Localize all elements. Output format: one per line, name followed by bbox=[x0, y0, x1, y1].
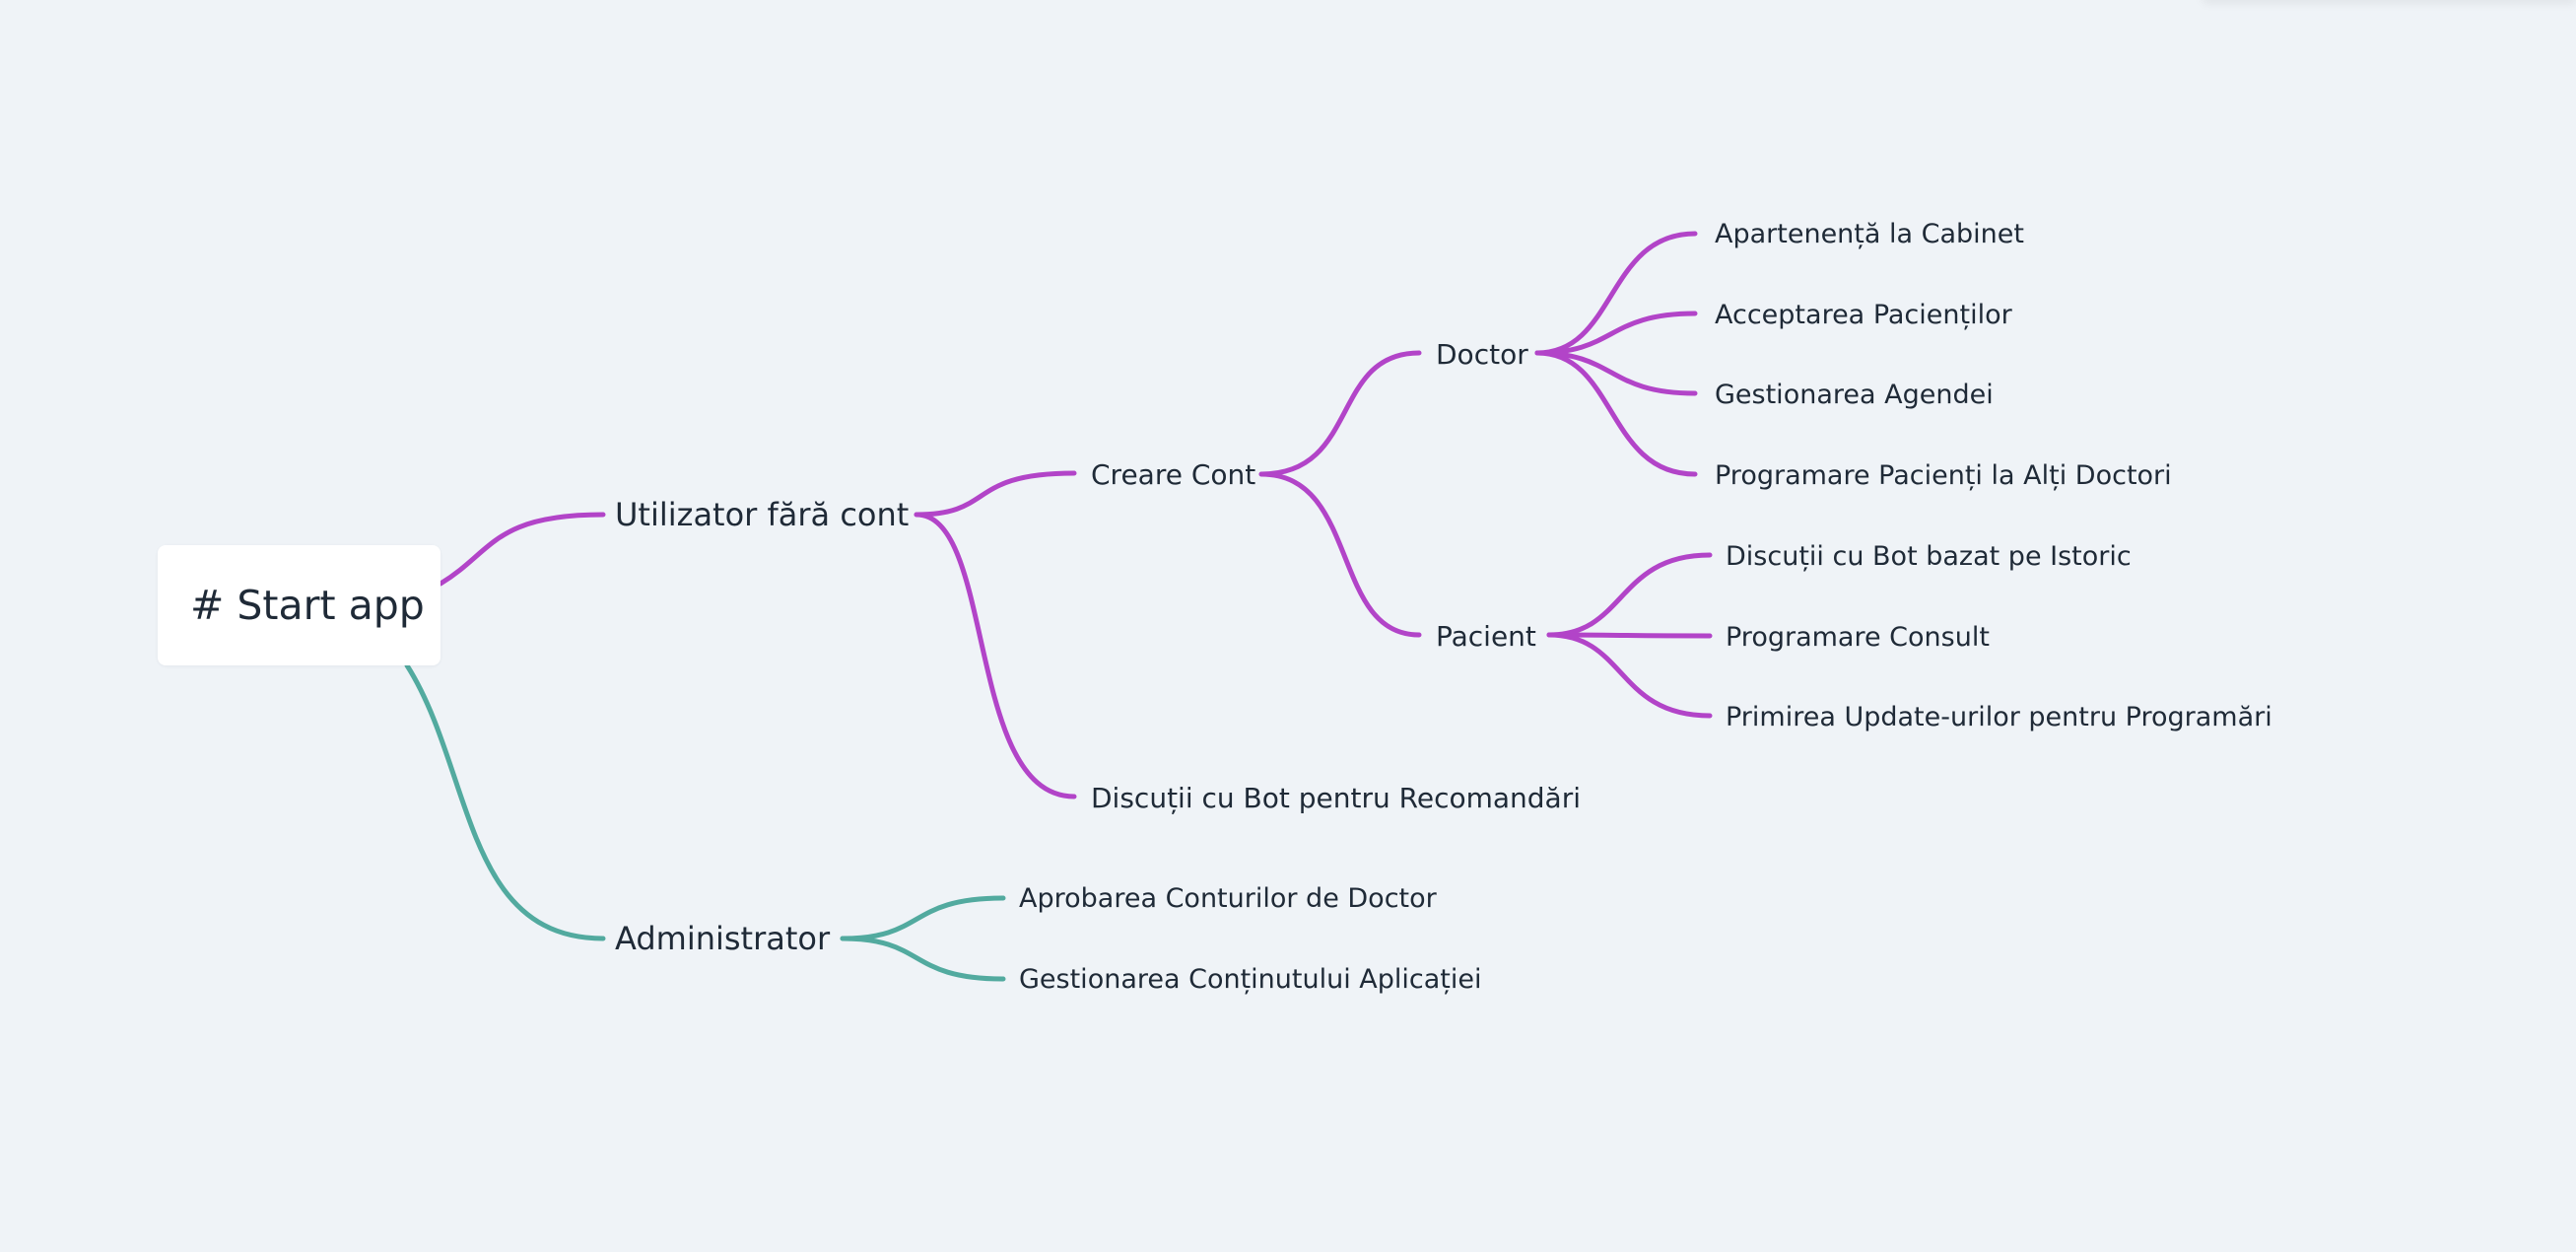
node-apartenenta-cabinet[interactable]: Apartenență la Cabinet bbox=[1715, 219, 2024, 249]
edge-doctor-acceptarea bbox=[1534, 311, 1698, 356]
edge-utilizator-creare-cont bbox=[914, 470, 1077, 518]
root-node[interactable] bbox=[158, 545, 441, 665]
node-programare-consult[interactable]: Programare Consult bbox=[1726, 622, 1990, 653]
edge-doctor-apartenenta bbox=[1534, 231, 1698, 356]
edge-creare-doctor bbox=[1258, 350, 1422, 477]
root-node-label[interactable]: # Start app bbox=[190, 582, 425, 629]
edge-doctor-gestionarea bbox=[1534, 350, 1698, 396]
node-programare-alti-doctori[interactable]: Programare Pacienți la Alți Doctori bbox=[1715, 460, 2172, 491]
node-acceptarea-pacientilor[interactable]: Acceptarea Pacienților bbox=[1715, 300, 2012, 330]
node-discutii-recomandari[interactable]: Discuții cu Bot pentru Recomandări bbox=[1091, 782, 1581, 814]
node-primirea-update[interactable]: Primirea Update-urilor pentru Programări bbox=[1726, 702, 2272, 732]
edge-admin-gestionarea bbox=[840, 936, 1006, 982]
edge-utilizator-discutii bbox=[914, 512, 1077, 800]
edge-root-administrator bbox=[404, 662, 606, 941]
node-doctor[interactable]: Doctor bbox=[1436, 338, 1528, 371]
edge-doctor-programare bbox=[1534, 350, 1698, 477]
edge-pacient-consult bbox=[1546, 632, 1713, 639]
node-utilizator-fara-cont[interactable]: Utilizator fără cont bbox=[615, 496, 910, 533]
edge-pacient-istoric bbox=[1546, 552, 1713, 638]
node-creare-cont[interactable]: Creare Cont bbox=[1091, 458, 1256, 491]
node-gestionarea-agendei[interactable]: Gestionarea Agendei bbox=[1715, 380, 1994, 410]
edge-root-utilizator bbox=[438, 512, 606, 587]
node-discutii-istoric[interactable]: Discuții cu Bot bazat pe Istoric bbox=[1726, 541, 2132, 572]
node-gestionarea-continutului[interactable]: Gestionarea Conținutului Aplicației bbox=[1019, 964, 1482, 995]
edge-admin-aprobarea bbox=[840, 895, 1006, 941]
node-pacient[interactable]: Pacient bbox=[1436, 620, 1536, 653]
edge-pacient-update bbox=[1546, 632, 1713, 719]
node-aprobarea-conturilor[interactable]: Aprobarea Conturilor de Doctor bbox=[1019, 883, 1437, 914]
edge-creare-pacient bbox=[1258, 471, 1422, 638]
node-administrator[interactable]: Administrator bbox=[615, 920, 831, 957]
